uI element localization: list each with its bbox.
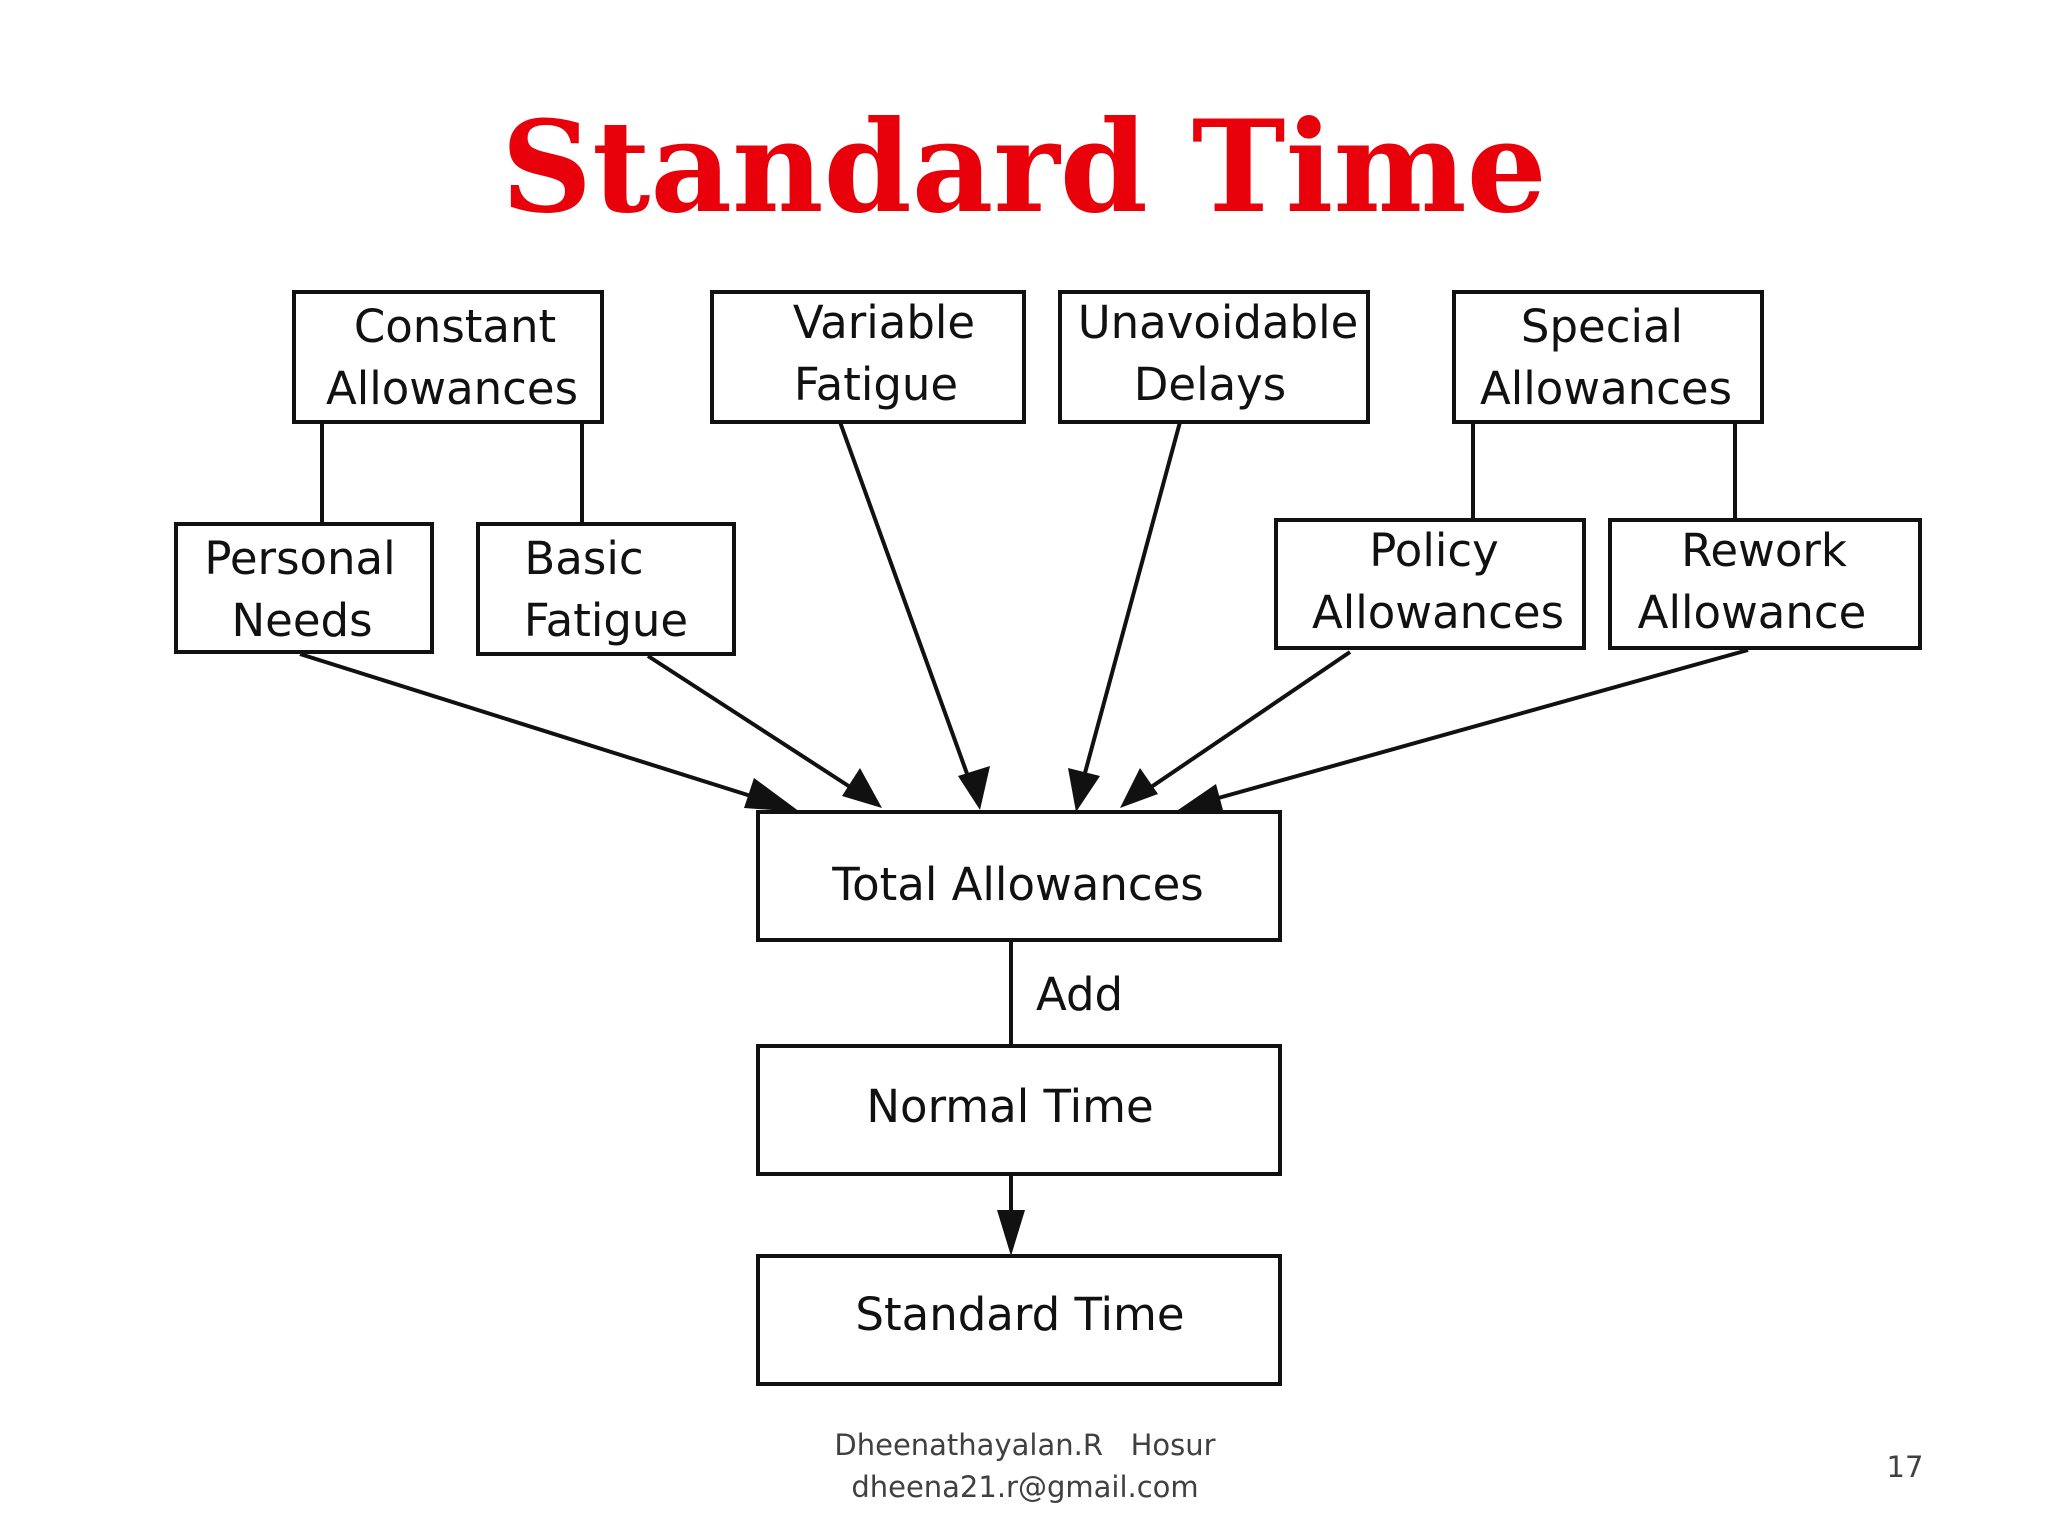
node-personal-needs: Personal Needs [174,522,434,654]
svg-text:Total Allowances: Total Allowances [831,858,1204,911]
arrow-rework-to-total [1178,648,1749,814]
svg-text:Policy: Policy [1369,524,1498,577]
svg-text:Personal: Personal [204,532,395,585]
slide-title: Standard Time [501,93,1547,241]
svg-text:Allowances: Allowances [1312,586,1564,639]
node-unavoidable-delays: Unavoidable Delays [1058,290,1370,424]
node-variable-fatigue: Variable Fatigue [710,290,1026,424]
node-rework-allowance: Rework Allowance [1608,518,1922,650]
svg-text:Allowances: Allowances [326,362,578,415]
svg-text:Unavoidable: Unavoidable [1078,296,1359,349]
node-standard-time: Standard Time [756,1254,1282,1386]
node-total-allowances: Total Allowances [756,810,1282,942]
svg-text:Fatigue: Fatigue [524,594,688,647]
add-label: Add [1036,968,1123,1021]
svg-text:Normal Time: Normal Time [866,1080,1153,1133]
node-special-allowances: Special Allowances [1452,290,1764,424]
arrow-policy-to-total [1120,650,1352,808]
svg-text:Allowance: Allowance [1638,586,1867,639]
footer-author: Dheenathayalan.R Hosur [834,1428,1216,1462]
arrow-variable-to-total [838,421,990,810]
arrow-normal-to-standard [997,1176,1025,1256]
page-number: 17 [1886,1450,1924,1484]
svg-text:Allowances: Allowances [1480,362,1732,415]
node-constant-allowances: Constant Allowances [292,290,604,424]
node-normal-time: Normal Time [756,1044,1282,1176]
node-basic-fatigue: Basic Fatigue [476,522,736,656]
svg-text:Variable: Variable [793,296,975,349]
footer-email: dheena21.r@gmail.com [851,1470,1199,1504]
node-policy-allowances: Policy Allowances [1274,518,1586,650]
svg-text:Rework: Rework [1681,524,1847,577]
arrow-personal-to-total [299,652,800,812]
arrow-unavoidable-to-total [1068,421,1182,812]
svg-text:Fatigue: Fatigue [794,358,958,411]
footer-credit: Dheenathayalan.R Hosur dheena21.r@gmail.… [780,1424,1270,1508]
svg-text:Basic: Basic [524,532,643,585]
svg-text:Special: Special [1521,300,1683,353]
svg-text:Standard Time: Standard Time [855,1288,1184,1341]
svg-text:Needs: Needs [231,594,372,647]
arrow-basic-to-total [646,654,882,808]
svg-text:Constant: Constant [354,300,556,353]
svg-text:Delays: Delays [1134,358,1287,411]
